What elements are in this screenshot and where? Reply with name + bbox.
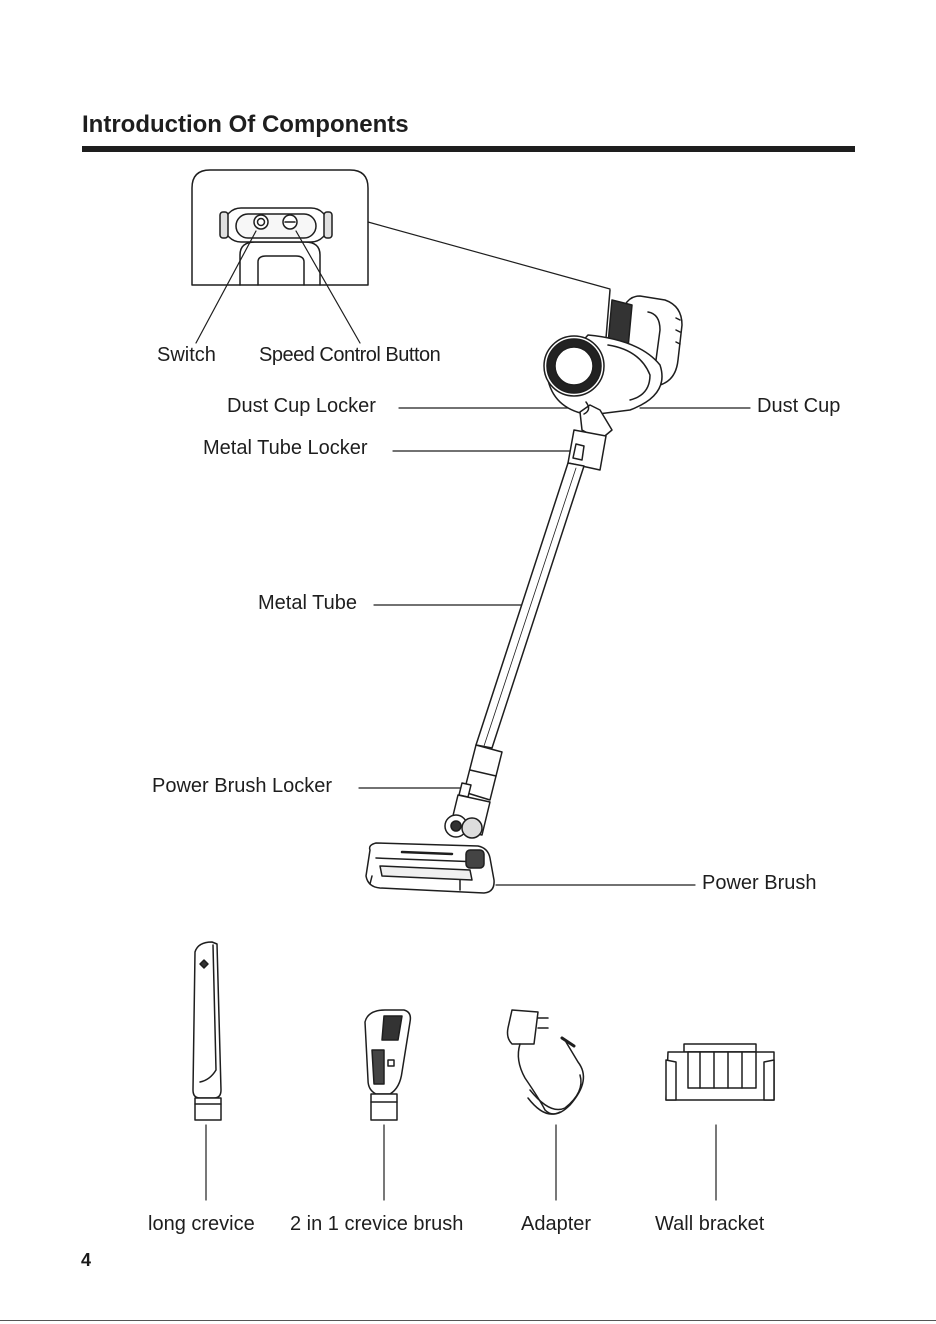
label-metal-tube: Metal Tube: [258, 593, 357, 613]
long-crevice-tool: [193, 942, 221, 1120]
label-adapter: Adapter: [521, 1214, 591, 1234]
footer-rule: [0, 1320, 936, 1321]
label-power-brush-locker: Power Brush Locker: [152, 776, 332, 796]
adapter: [508, 1010, 584, 1114]
label-metal-tube-locker: Metal Tube Locker: [203, 438, 368, 458]
label-dust-cup-locker: Dust Cup Locker: [227, 396, 376, 416]
label-wall-bracket: Wall bracket: [655, 1214, 764, 1234]
label-long-crevice: long crevice: [148, 1214, 255, 1234]
label-dust-cup: Dust Cup: [757, 396, 840, 416]
label-power-brush: Power Brush: [702, 873, 817, 893]
crevice-brush-tool: [365, 1010, 410, 1120]
control-panel-inset: [192, 170, 368, 285]
power-brush-head: [366, 843, 494, 893]
vacuum-main-unit: [445, 290, 682, 838]
label-speed-control-button: Speed Control Button: [259, 345, 440, 365]
wall-bracket: [666, 1044, 774, 1100]
label-crevice-brush: 2 in 1 crevice brush: [290, 1214, 463, 1234]
label-switch: Switch: [157, 345, 216, 365]
page-number: 4: [81, 1250, 91, 1271]
